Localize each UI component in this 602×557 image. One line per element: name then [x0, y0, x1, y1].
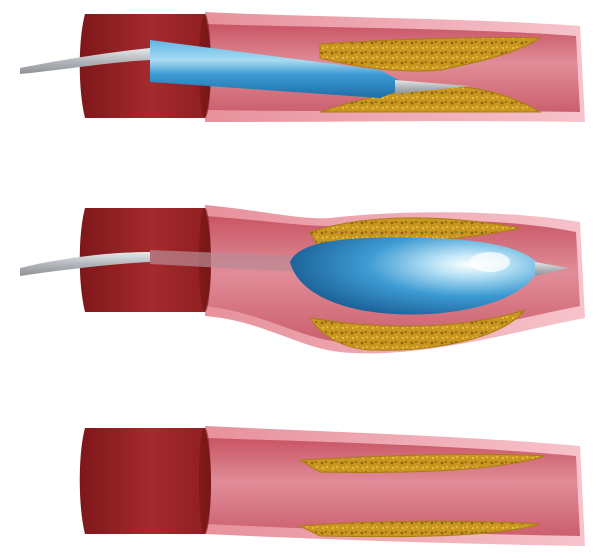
- vessel-opening: [199, 428, 211, 534]
- stage-2-balloon-inflation: [20, 205, 585, 353]
- stage-3-reopened-artery: [80, 426, 585, 546]
- vessel-cut-face: [80, 428, 211, 534]
- stage-1-balloon-insertion: [20, 12, 585, 122]
- balloon-highlight: [470, 252, 510, 272]
